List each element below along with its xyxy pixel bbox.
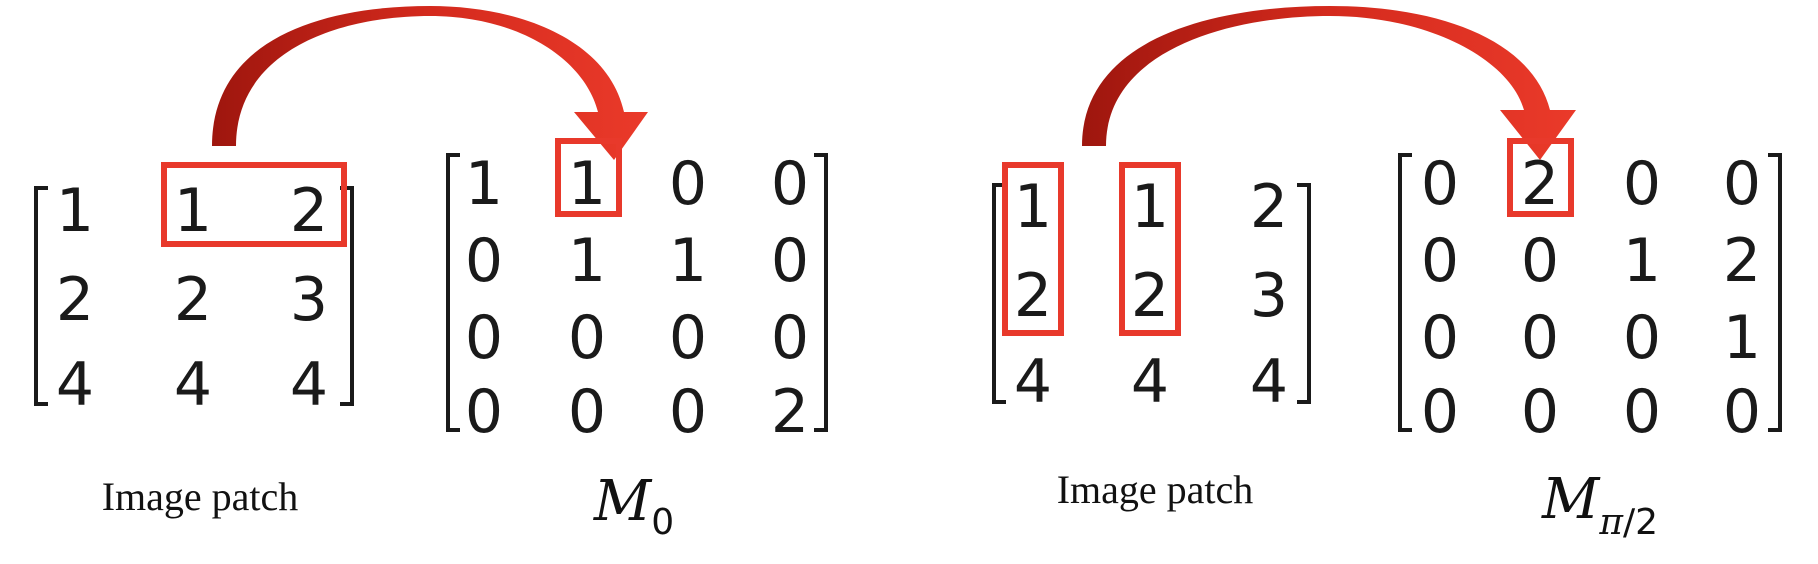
matrix-cell: 0	[1421, 377, 1459, 447]
matrix-cell: 0	[1623, 377, 1661, 447]
right-diagram: 1 1 2 2 2 3 4 4 4 0 2 0 0 0 0 1 2	[992, 6, 1782, 543]
matrix-cell: 1	[465, 149, 503, 219]
matrix-cell: 0	[1421, 149, 1459, 219]
matrix-cell: 0	[465, 377, 503, 447]
patch-cell: 4	[174, 350, 212, 420]
patch-cell: 2	[56, 265, 94, 335]
matrix-cell: 0	[1723, 377, 1761, 447]
patch-cell: 2	[1131, 261, 1169, 331]
matrix-cell: 1	[568, 149, 606, 219]
patch-caption: Image patch	[102, 474, 299, 519]
patch-bracket-right	[1297, 183, 1311, 404]
patch-highlight-box	[161, 162, 347, 247]
curved-arrow-right	[1082, 6, 1576, 160]
curved-arrow-left	[212, 6, 648, 160]
patch-bracket-left	[34, 186, 48, 406]
matrix-cell: 0	[771, 303, 809, 373]
matrix-bracket-right	[1768, 153, 1782, 432]
patch-cell: 2	[290, 176, 328, 246]
matrix-bracket-left	[1398, 153, 1412, 432]
patch-cell: 1	[174, 176, 212, 246]
matrix-values-m0: 1 1 0 0 0 1 1 0 0 0 0 0 0 0 0 2	[465, 149, 809, 447]
left-diagram: 1 1 2 2 2 3 4 4 4 1 1 0 0 0 1 1 0	[34, 6, 828, 543]
patch-cell: 4	[1014, 347, 1052, 417]
matrix-cell: 1	[1723, 303, 1761, 373]
matrix-cell: 0	[465, 303, 503, 373]
matrix-cell: 0	[669, 303, 707, 373]
matrix-cell: 0	[568, 303, 606, 373]
matrix-cell: 0	[465, 226, 503, 296]
matrix-cell: 0	[1421, 226, 1459, 296]
patch-cell: 4	[56, 350, 94, 420]
matrix-bracket-left	[446, 153, 460, 432]
matrix-cell: 0	[1623, 303, 1661, 373]
patch-cell: 4	[1250, 347, 1288, 417]
matrix-cell: 1	[669, 226, 707, 296]
matrix-cell: 0	[669, 149, 707, 219]
patch-cell: 4	[1131, 347, 1169, 417]
image-patch-values: 1 1 2 2 2 3 4 4 4	[56, 176, 328, 420]
matrix-bracket-right	[814, 153, 828, 432]
matrix-label-m0: M0	[593, 469, 674, 543]
matrix-highlight-box	[1507, 138, 1574, 217]
patch-cell: 3	[1250, 261, 1288, 331]
matrix-cell: 2	[771, 377, 809, 447]
matrix-cell: 0	[568, 377, 606, 447]
matrix-values-m-pi-2: 0 2 0 0 0 0 1 2 0 0 0 1 0 0 0 0	[1421, 149, 1761, 447]
matrix-cell: 1	[1623, 226, 1661, 296]
matrix-cell: 2	[1521, 149, 1559, 219]
patch-highlight-box	[1002, 162, 1064, 336]
patch-bracket-left	[992, 183, 1006, 404]
patch-caption: Image patch	[1057, 467, 1254, 512]
patch-cell: 2	[1014, 261, 1052, 331]
matrix-cell: 0	[771, 226, 809, 296]
patch-cell: 2	[1250, 172, 1288, 242]
patch-cell: 3	[290, 265, 328, 335]
patch-cell: 2	[174, 265, 212, 335]
matrix-cell: 0	[669, 377, 707, 447]
matrix-cell: 0	[1521, 377, 1559, 447]
image-patch-values: 1 1 2 2 2 3 4 4 4	[1014, 172, 1288, 417]
patch-cell: 1	[1131, 172, 1169, 242]
matrix-label-m-pi-over-2: Mπ/2	[1541, 467, 1658, 543]
matrix-cell: 0	[1521, 303, 1559, 373]
matrix-cell: 0	[1421, 303, 1459, 373]
patch-highlight-box	[1119, 162, 1181, 336]
patch-cell: 1	[1014, 172, 1052, 242]
matrix-highlight-box	[555, 138, 622, 217]
matrix-cell: 1	[568, 226, 606, 296]
patch-cell: 4	[290, 350, 328, 420]
matrix-cell: 0	[1623, 149, 1661, 219]
matrix-cell: 0	[1723, 149, 1761, 219]
matrix-cell: 0	[771, 149, 809, 219]
patch-cell: 1	[56, 176, 94, 246]
matrix-cell: 2	[1723, 226, 1761, 296]
matrix-cell: 0	[1521, 226, 1559, 296]
